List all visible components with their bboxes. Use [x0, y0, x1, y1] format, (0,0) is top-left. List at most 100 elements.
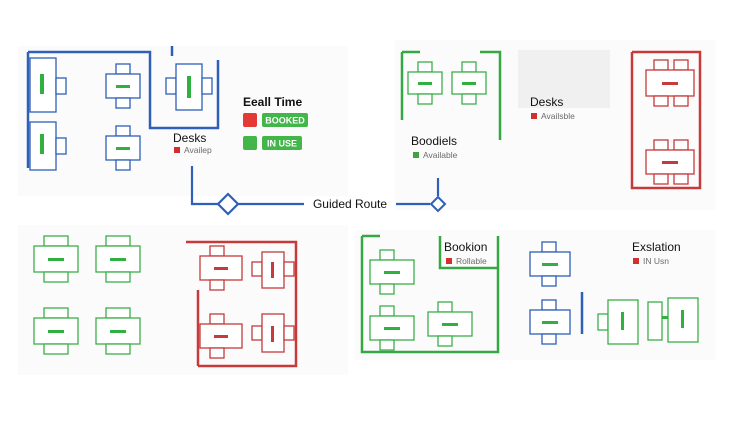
zone-status-dot — [413, 152, 419, 158]
zone-status: Available — [423, 150, 458, 160]
chair — [417, 93, 433, 105]
occupancy-indicator — [48, 330, 64, 333]
chair — [43, 343, 69, 355]
zone-status: IN Usn — [643, 256, 669, 266]
occupancy-indicator — [48, 258, 64, 261]
zone-title: Boodiels — [411, 134, 457, 148]
occupancy-indicator — [116, 147, 130, 150]
legend-inuse-badge[interactable] — [262, 136, 302, 150]
chair — [105, 271, 131, 283]
legend-inuse-swatch — [243, 136, 257, 150]
chair — [165, 77, 177, 95]
route-diamond-start[interactable] — [216, 192, 240, 216]
room-red-top-right — [630, 50, 702, 190]
chair — [115, 97, 131, 109]
occupancy-indicator — [271, 262, 274, 278]
chair — [283, 325, 295, 341]
desk-cluster-green-top — [407, 61, 487, 105]
occupancy-indicator — [116, 85, 130, 88]
chair — [379, 305, 395, 317]
chair — [105, 343, 131, 355]
occupancy-indicator — [271, 326, 274, 342]
chair — [673, 95, 689, 107]
occupancy-indicator — [621, 312, 624, 330]
occupancy-indicator — [214, 335, 228, 338]
legend-inuse-label: IN USE — [267, 139, 297, 149]
desk-cluster-green-bottom-left — [33, 235, 141, 355]
occupancy-indicator — [662, 161, 678, 164]
zone-status-dot — [633, 258, 639, 264]
chair — [209, 279, 225, 291]
chair — [379, 339, 395, 351]
zone-title: Bookion — [444, 240, 487, 254]
chair — [105, 307, 131, 319]
occupancy-indicator — [214, 267, 228, 270]
chair — [55, 77, 67, 95]
occupancy-indicator — [462, 82, 476, 85]
room-green-top-middle — [400, 50, 502, 140]
chair — [209, 245, 225, 257]
chair — [541, 275, 557, 287]
occupancy-indicator — [384, 271, 400, 274]
chair — [43, 307, 69, 319]
legend-booked-label: BOOKED — [265, 116, 305, 126]
occupancy-indicator — [40, 134, 44, 154]
desk-cluster-red-top — [645, 59, 695, 185]
chair — [283, 261, 295, 277]
desk[interactable] — [199, 323, 243, 349]
room-green-bottom-right — [360, 234, 500, 354]
chair — [653, 59, 669, 71]
zone-status-dot — [446, 258, 452, 264]
chair — [541, 299, 557, 311]
zone-status: Availep — [184, 145, 212, 155]
chair — [379, 249, 395, 261]
chair — [461, 93, 477, 105]
occupancy-indicator — [442, 323, 458, 326]
legend-booked-swatch — [243, 113, 257, 127]
desk-cluster-blue — [29, 57, 213, 171]
zone-title: Desks — [173, 131, 206, 145]
chair — [201, 77, 213, 95]
chair — [209, 347, 225, 359]
stairs — [518, 50, 610, 108]
occupancy-indicator — [110, 258, 126, 261]
occupancy-indicator — [40, 74, 44, 94]
chair — [541, 333, 557, 345]
occupancy-indicator — [662, 82, 678, 85]
route-label: Guided Route — [313, 197, 387, 211]
chair — [209, 313, 225, 325]
room-red-bottom-left — [186, 240, 298, 368]
chair — [43, 271, 69, 283]
chair — [597, 313, 609, 331]
desk-cluster-blue-bottom-right — [529, 241, 699, 345]
zone-status-dot — [174, 147, 180, 153]
desk-cluster-green-bottom-right — [369, 249, 473, 351]
chair — [653, 95, 669, 107]
desk-cluster-red-bottom — [199, 245, 295, 359]
legend-booked-badge[interactable] — [262, 113, 308, 127]
chair — [673, 173, 689, 185]
legend-title: Eeall Time — [243, 95, 302, 109]
occupancy-indicator — [681, 310, 684, 328]
desk[interactable] — [647, 301, 663, 341]
route-diamond-end[interactable] — [429, 195, 447, 213]
chair — [673, 139, 689, 151]
zone-status: Rollable — [456, 256, 487, 266]
chair — [55, 137, 67, 155]
zone-title: Exslation — [632, 240, 681, 254]
chair — [541, 241, 557, 253]
zone-status-dot — [531, 113, 537, 119]
chair — [379, 283, 395, 295]
room-blue-top-left — [26, 46, 220, 168]
chair — [437, 335, 453, 347]
chair — [653, 139, 669, 151]
chair — [461, 61, 477, 73]
occupancy-indicator — [187, 76, 191, 98]
chair — [437, 301, 453, 313]
occupancy-indicator — [110, 330, 126, 333]
chair — [105, 235, 131, 247]
chair — [115, 159, 131, 171]
occupancy-indicator — [384, 327, 400, 330]
chair — [653, 173, 669, 185]
